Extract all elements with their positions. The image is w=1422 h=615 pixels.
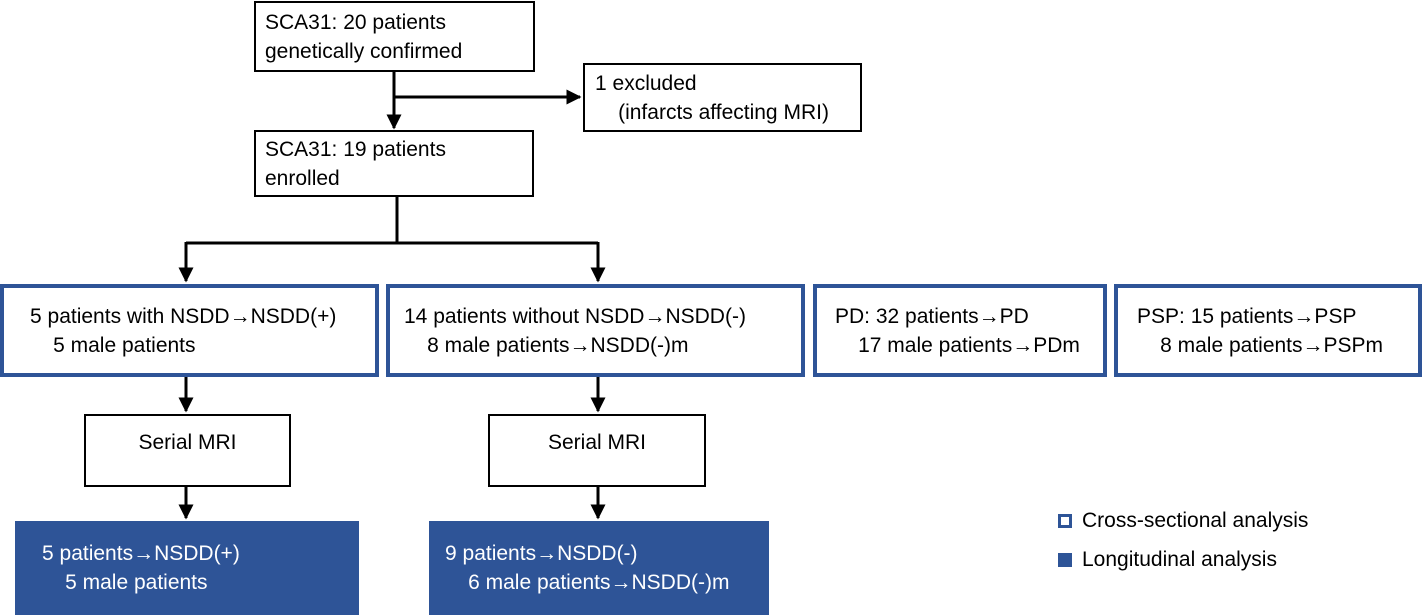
- box-enrolled: SCA31: 19 patients enrolled: [254, 130, 534, 197]
- box-genetically-confirmed: SCA31: 20 patients genetically confirmed: [254, 1, 535, 72]
- box-line: 5 male patients: [65, 571, 208, 594]
- box-line: genetically confirmed: [265, 39, 463, 63]
- box-excluded: 1 excluded (infarcts affecting MRI): [583, 63, 862, 132]
- box-serial-mri-right: Serial MRI: [488, 414, 706, 487]
- box-line: 6 male patients→NSDD(-)m: [468, 571, 730, 594]
- box-nsdd-negative: 14 patients without NSDD→NSDD(-) 8 male …: [386, 284, 805, 377]
- box-line: (infarcts affecting MRI): [618, 100, 829, 124]
- box-longitudinal-negative: 9 patients→NSDD(-) 6 male patients→NSDD(…: [429, 521, 769, 615]
- legend-swatch-filled: [1058, 553, 1072, 567]
- legend-longitudinal: Longitudinal analysis: [1058, 548, 1277, 572]
- legend-label: Cross-sectional analysis: [1082, 509, 1309, 532]
- box-longitudinal-positive: 5 patients→NSDD(+) 5 male patients: [15, 521, 359, 615]
- box-line: enrolled: [265, 166, 340, 190]
- box-serial-mri-left: Serial MRI: [84, 414, 291, 487]
- box-line: PSP: 15 patients→PSP: [1137, 304, 1357, 328]
- box-line: 5 male patients: [53, 333, 196, 357]
- box-line: 14 patients without NSDD→NSDD(-): [404, 304, 746, 328]
- box-psp: PSP: 15 patients→PSP 8 male patients→PSP…: [1114, 284, 1422, 377]
- legend-swatch-open: [1058, 514, 1072, 528]
- legend-cross-sectional: Cross-sectional analysis: [1058, 509, 1308, 533]
- box-line: SCA31: 20 patients: [265, 10, 446, 34]
- box-line: SCA31: 19 patients: [265, 137, 446, 161]
- box-line: Serial MRI: [547, 431, 647, 454]
- box-nsdd-positive: 5 patients with NSDD→NSDD(+) 5 male pati…: [0, 284, 379, 377]
- box-line: 9 patients→NSDD(-): [445, 542, 638, 565]
- box-line: 8 male patients→PSPm: [1160, 333, 1384, 357]
- box-line: 1 excluded: [595, 71, 697, 95]
- box-line: 5 patients with NSDD→NSDD(+): [30, 304, 337, 328]
- legend-label: Longitudinal analysis: [1082, 548, 1277, 571]
- box-line: PD: 32 patients→PD: [835, 304, 1029, 328]
- box-pd: PD: 32 patients→PD 17 male patients→PDm: [813, 284, 1107, 377]
- box-line: 5 patients→NSDD(+): [42, 542, 240, 565]
- box-line: 17 male patients→PDm: [858, 333, 1080, 357]
- box-line: Serial MRI: [138, 431, 237, 454]
- box-line: 8 male patients→NSDD(-)m: [427, 333, 689, 357]
